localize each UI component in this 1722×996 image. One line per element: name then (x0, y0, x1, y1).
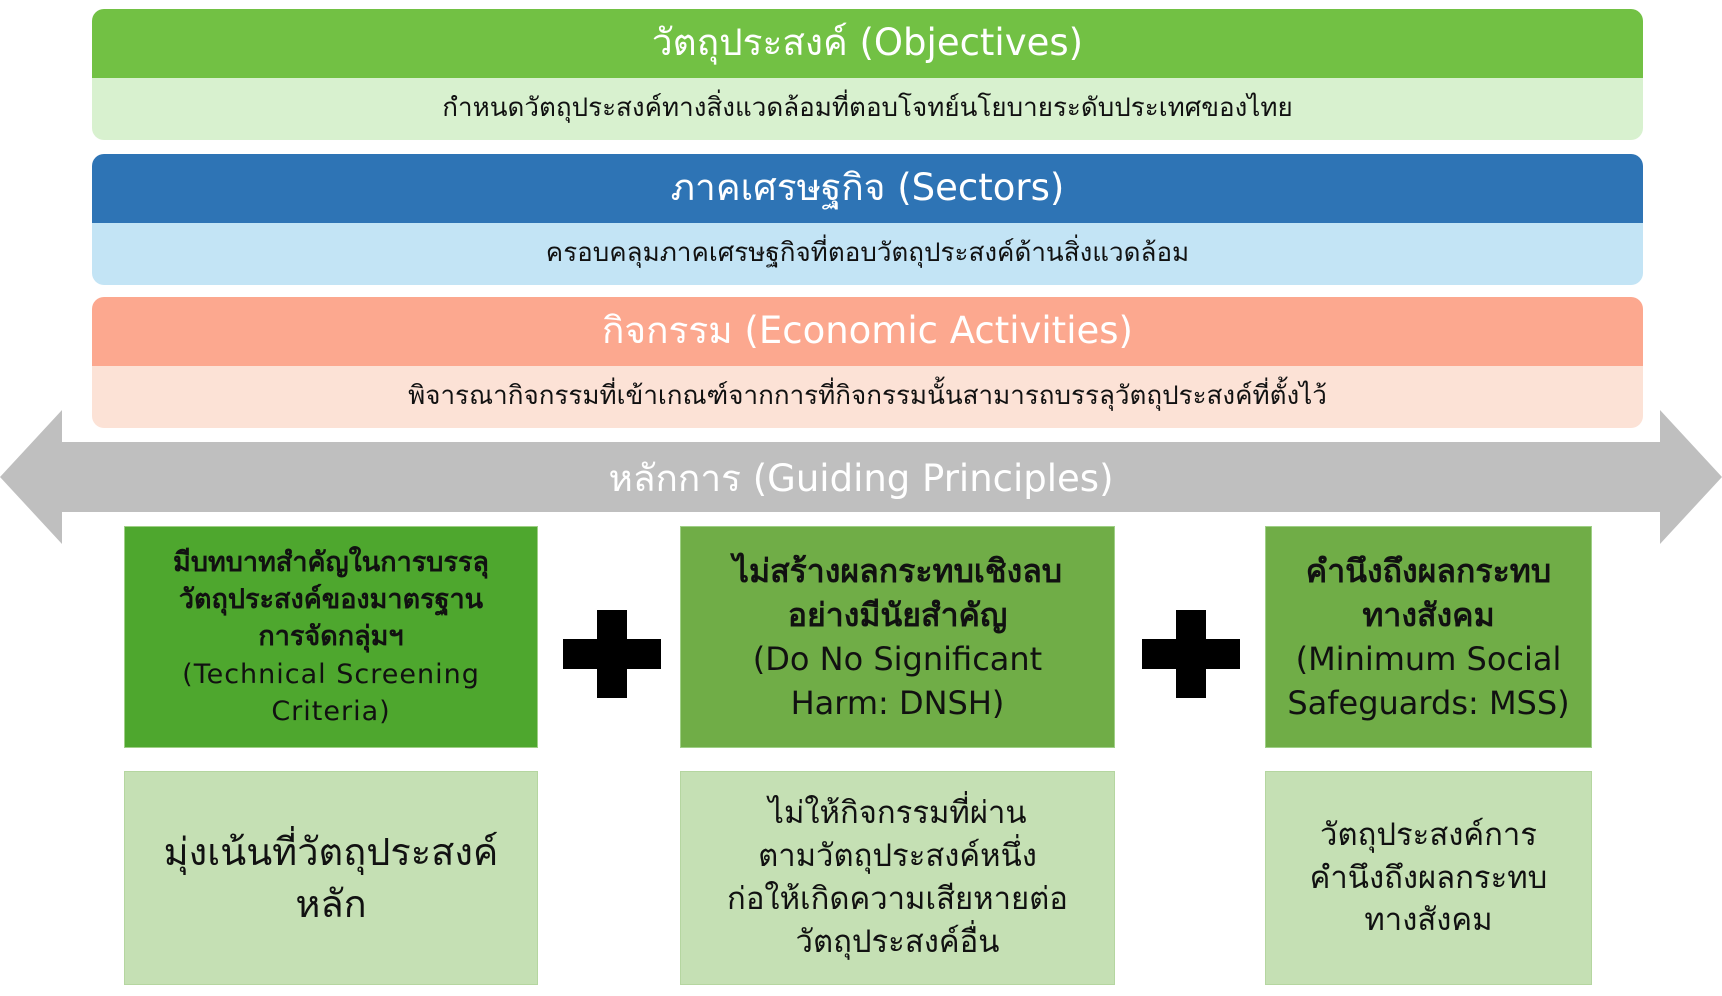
principle-title: มีบทบาทสำคัญในการบรรลุ วัตถุประสงค์ของมา… (173, 544, 489, 656)
description-line: ไม่ให้กิจกรรมที่ผ่าน (768, 795, 1027, 832)
description-line: ตามวัตถุประสงค์หนึ่ง (758, 838, 1037, 875)
double-arrow-shape (0, 410, 1722, 544)
subtitle-line: (Technical Screening (182, 658, 480, 690)
description-line: วัตถุประสงค์การ (1320, 816, 1537, 853)
description-line: คำนึงถึงผลกระทบ (1309, 859, 1548, 896)
description-line: หลัก (295, 882, 367, 926)
title-line: วัตถุประสงค์ของมาตรฐาน (178, 584, 484, 616)
principle-title: ไม่สร้างผลกระทบเชิงลบ อย่างมีนัยสำคัญ (733, 549, 1062, 637)
subtitle-line: Criteria) (271, 695, 391, 727)
tier-economic-activities: กิจกรรม (Economic Activities) พิจารณากิจ… (92, 297, 1643, 428)
sectors-description: ครอบคลุมภาคเศรษฐกิจที่ตอบวัตถุประสงค์ด้า… (92, 223, 1643, 285)
principle-description-mss: วัตถุประสงค์การ คำนึงถึงผลกระทบ ทางสังคม (1265, 771, 1592, 985)
principle-minimum-social-safeguards: คำนึงถึงผลกระทบ ทางสังคม (Minimum Social… (1265, 526, 1592, 748)
description-line: มุ่งเน้นที่วัตถุประสงค์ (163, 829, 499, 874)
objectives-description: กำหนดวัตถุประสงค์ทางสิ่งแวดล้อมที่ตอบโจท… (92, 78, 1643, 140)
objectives-title: วัตถุประสงค์ (Objectives) (92, 9, 1643, 78)
principles-title: หลักการ (Guiding Principles) (608, 456, 1114, 500)
title-line: คำนึงถึงผลกระทบ (1305, 551, 1552, 590)
description-line: วัตถุประสงค์อื่น (795, 923, 1000, 960)
principle-description-main-objective: มุ่งเน้นที่วัตถุประสงค์ หลัก (124, 771, 538, 985)
principles-double-arrow (0, 410, 1722, 544)
principle-subtitle: (Minimum Social Safeguards: MSS) (1287, 637, 1569, 725)
principle-title: คำนึงถึงผลกระทบ ทางสังคม (1306, 549, 1551, 637)
activities-title: กิจกรรม (Economic Activities) (92, 297, 1643, 366)
principle-do-no-significant-harm: ไม่สร้างผลกระทบเชิงลบ อย่างมีนัยสำคัญ (D… (680, 526, 1115, 748)
title-line: ไม่สร้างผลกระทบเชิงลบ (732, 551, 1063, 590)
activities-description: พิจารณากิจกรรมที่เข้าเกณฑ์จากการที่กิจกร… (92, 366, 1643, 428)
sectors-title: ภาคเศรษฐกิจ (Sectors) (92, 154, 1643, 223)
subtitle-line: (Minimum Social (1295, 640, 1562, 678)
title-line: มีบทบาทสำคัญในการบรรลุ (173, 546, 489, 578)
description-line: ก่อให้เกิดความเสียหายต่อ (727, 881, 1068, 917)
subtitle-line: (Do No Significant (752, 640, 1043, 678)
tier-objectives: วัตถุประสงค์ (Objectives) กำหนดวัตถุประส… (92, 9, 1643, 140)
subtitle-line: Harm: DNSH) (790, 684, 1005, 723)
description-line: ทางสังคม (1364, 902, 1493, 939)
principle-technical-screening-criteria: มีบทบาทสำคัญในการบรรลุ วัตถุประสงค์ของมา… (124, 526, 538, 748)
title-line: อย่างมีนัยสำคัญ (787, 595, 1008, 634)
principle-subtitle: (Technical Screening Criteria) (182, 656, 480, 731)
plus-icon (1142, 610, 1240, 698)
principle-description-dnsh: ไม่ให้กิจกรรมที่ผ่าน ตามวัตถุประสงค์หนึ่… (680, 771, 1115, 985)
tier-sectors: ภาคเศรษฐกิจ (Sectors) ครอบคลุมภาคเศรษฐกิ… (92, 154, 1643, 285)
title-line: ทางสังคม (1362, 595, 1495, 634)
subtitle-line: Safeguards: MSS) (1287, 684, 1570, 723)
plus-icon (563, 610, 661, 698)
title-line: การจัดกลุ่มฯ (258, 621, 404, 653)
principle-subtitle: (Do No Significant Harm: DNSH) (753, 637, 1042, 725)
